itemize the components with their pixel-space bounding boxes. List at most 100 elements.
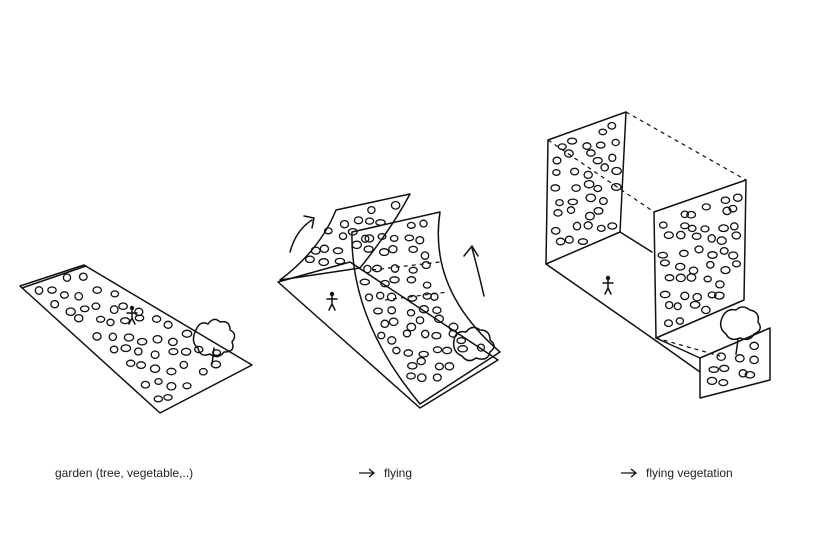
vegetation-dot <box>134 314 145 322</box>
vegetation-dot <box>347 227 358 236</box>
vegetation-dot <box>403 349 414 357</box>
vegetation-dot <box>566 206 576 215</box>
vegetation-dot <box>416 373 427 383</box>
vegetation-dot <box>729 222 739 231</box>
vegetation-dot <box>692 292 703 302</box>
vegetation-dot <box>691 232 702 241</box>
vegetation-dot <box>555 198 564 207</box>
vegetation-dot <box>372 264 383 273</box>
vegetation-dot <box>109 345 119 354</box>
vegetation-dot <box>150 350 160 360</box>
vegetation-dot <box>706 260 715 269</box>
vegetation-dot <box>595 141 606 149</box>
vegetation-dot <box>658 221 668 229</box>
vegetation-dot <box>367 205 376 215</box>
vegetation-dot <box>421 261 431 270</box>
vegetation-dot <box>749 341 760 351</box>
vegetation-dot <box>679 249 689 258</box>
vegetation-dot <box>434 362 445 371</box>
vegetation-dot <box>62 273 72 282</box>
vegetation-dot <box>600 163 610 172</box>
vegetation-dot <box>91 302 101 311</box>
vegetation-dot <box>557 143 567 151</box>
vegetation-dot <box>734 354 745 363</box>
vegetation-dot <box>706 376 718 386</box>
vegetation-dot <box>582 142 592 151</box>
vegetation-dot <box>136 337 148 346</box>
vegetation-dot <box>598 128 608 136</box>
vegetation-dot <box>586 149 596 157</box>
vegetation-dot <box>378 248 390 257</box>
vegetation-dot <box>663 231 674 240</box>
vegetation-dot <box>180 347 192 356</box>
vegetation-dot <box>552 169 561 176</box>
vegetation-dot <box>339 219 350 229</box>
caption-flying-vegetation: flying vegetation <box>620 466 733 480</box>
vegetation-dot <box>406 221 416 229</box>
right-lift-arrow-icon <box>463 245 485 297</box>
vegetation-dot <box>318 258 330 267</box>
vegetation-dot <box>406 276 417 284</box>
vegetation-dot <box>47 286 57 294</box>
vegetation-dot <box>351 240 363 250</box>
tree-icon <box>192 318 236 365</box>
vegetation-dot <box>390 200 401 210</box>
vegetation-dot <box>140 380 151 389</box>
vegetation-dot <box>194 345 204 354</box>
vegetation-dot <box>607 222 618 230</box>
caption-garden: garden (tree, vegetable,..) <box>55 466 194 480</box>
vegetation-dot <box>319 244 330 254</box>
vegetation-dot <box>389 276 400 284</box>
person-icon <box>326 291 338 311</box>
vegetation-dot <box>680 291 690 301</box>
vegetation-dot <box>389 234 399 242</box>
vegetation-dot <box>583 179 595 189</box>
vegetation-dot <box>364 217 375 225</box>
vegetation-dot <box>431 331 442 340</box>
vegetation-dot <box>583 170 593 180</box>
vegetation-dot <box>392 346 401 355</box>
vegetation-dot <box>65 307 76 317</box>
vegetation-dot <box>364 293 374 302</box>
vegetation-dot <box>375 219 386 226</box>
vegetation-dot <box>125 359 136 368</box>
vegetation-dot <box>744 370 756 379</box>
vegetation-dot <box>715 280 725 289</box>
vegetation-dot <box>422 292 432 300</box>
vegetation-dot <box>694 245 704 254</box>
vegetation-dot <box>422 281 432 289</box>
vegetation-dot <box>707 291 717 299</box>
vegetation-dot <box>432 373 442 382</box>
vegetation-dot <box>380 279 390 288</box>
vegetation-dot <box>323 227 333 235</box>
vegetation-dot <box>109 305 119 315</box>
vegetation-dot <box>657 251 669 259</box>
vegetation-dot <box>674 262 686 271</box>
flying-sketch <box>277 193 501 409</box>
vegetation-dot <box>688 266 699 275</box>
vegetation-dot <box>179 360 189 370</box>
vegetation-dot <box>716 352 727 362</box>
vegetation-dot <box>73 313 84 323</box>
vegetation-dot <box>703 275 712 283</box>
vegetation-dot <box>572 221 582 231</box>
vegetation-dot <box>550 184 561 192</box>
vegetation-dot <box>92 286 103 294</box>
vegetation-dot <box>78 272 88 281</box>
vegetation-dot <box>163 393 173 401</box>
vegetation-dot <box>334 257 346 265</box>
person-icon <box>602 275 614 295</box>
vegetation-dot <box>364 234 375 243</box>
flying-ground <box>277 261 499 409</box>
frame-dashed-edges <box>547 111 747 213</box>
vegetation-dot <box>664 274 675 282</box>
vegetation-dot <box>596 224 606 233</box>
vegetation-dot <box>152 334 163 344</box>
vegetation-dot <box>700 225 710 233</box>
wall-vegetation-dots <box>550 121 760 387</box>
vegetation-dot <box>553 209 563 217</box>
vegetation-dot <box>728 204 738 213</box>
vegetation-dot <box>92 332 102 341</box>
vegetation-dot <box>689 300 701 309</box>
vegetation-dot <box>95 315 106 323</box>
